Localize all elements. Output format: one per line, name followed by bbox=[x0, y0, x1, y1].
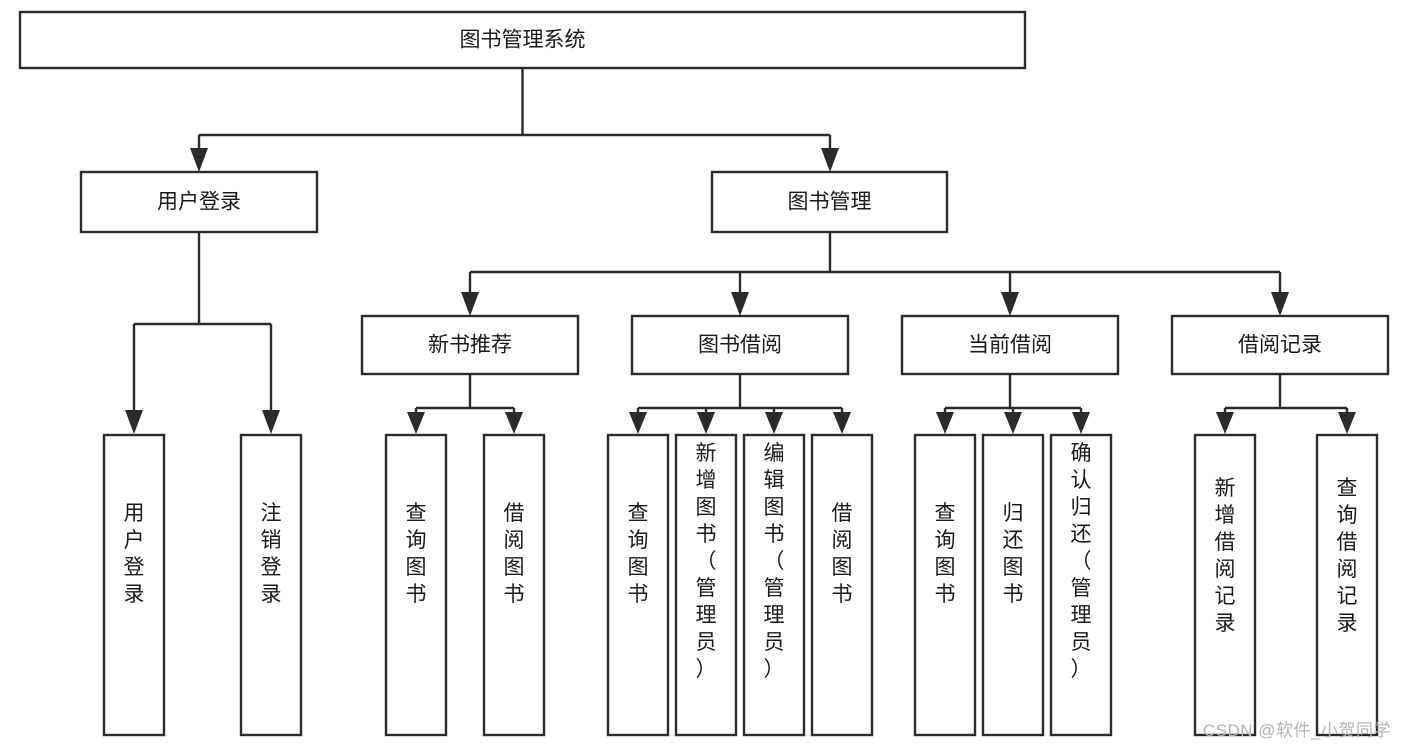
arrow-to-leaf-add-record bbox=[1216, 412, 1234, 434]
node-user-login-label: 用户登录 bbox=[157, 191, 241, 214]
leaf-confirm-return-admin[interactable]: 确认归还（管理员） bbox=[1049, 433, 1113, 737]
leaf-borrow-book-borrow-box[interactable] bbox=[810, 433, 874, 737]
arrow-to-current-borrow bbox=[1001, 292, 1019, 316]
arrow-to-leaf-query-book-1 bbox=[407, 412, 425, 434]
leaf-user-login[interactable]: 用户登录 bbox=[102, 433, 166, 737]
connector-new-book-rec-trunk bbox=[414, 374, 516, 416]
leaf-query-book-borrow-label: 查询图书 bbox=[628, 502, 649, 606]
leaf-user-login-label: 用户登录 bbox=[124, 502, 145, 606]
leaf-add-borrow-record[interactable]: 新增借阅记录 bbox=[1193, 433, 1257, 737]
arrow-to-user-login bbox=[190, 148, 208, 172]
leaf-logout-label: 注销登录 bbox=[261, 502, 282, 606]
node-book-borrow-box[interactable] bbox=[630, 314, 850, 376]
arrow-to-leaf-confirm-return bbox=[1072, 412, 1090, 434]
node-root-label: 图书管理系统 bbox=[460, 29, 586, 52]
leaf-query-book-rec-box[interactable] bbox=[384, 433, 448, 737]
node-new-book-rec-box[interactable] bbox=[360, 314, 580, 376]
leaf-add-borrow-record-box[interactable] bbox=[1193, 433, 1257, 737]
node-borrow-record[interactable]: 借阅记录 bbox=[1170, 314, 1390, 376]
leaf-logout-box[interactable] bbox=[239, 433, 303, 737]
leaf-borrow-book-borrow-label: 借阅图书 bbox=[832, 502, 853, 606]
leaf-add-book-admin-label: 新增图书（管理员） bbox=[696, 442, 717, 681]
leaf-edit-book-admin-label: 编辑图书（管理员） bbox=[764, 442, 785, 681]
node-book-manage-box[interactable] bbox=[710, 170, 949, 234]
leaf-query-book-rec[interactable]: 查询图书 bbox=[384, 433, 448, 737]
leaf-return-book-box[interactable] bbox=[981, 433, 1045, 737]
arrow-to-leaf-borrow-book-1 bbox=[505, 412, 523, 434]
leaf-query-book-borrow[interactable]: 查询图书 bbox=[606, 433, 670, 737]
arrow-to-book-manage bbox=[821, 148, 839, 172]
arrow-to-leaf-logout bbox=[262, 410, 280, 434]
connector-root-trunk bbox=[197, 68, 832, 152]
leaf-add-book-admin[interactable]: 新增图书（管理员） bbox=[674, 433, 738, 737]
leaf-borrow-book-rec-box[interactable] bbox=[482, 433, 546, 737]
leaf-query-book-borrow-box[interactable] bbox=[606, 433, 670, 737]
node-book-manage[interactable]: 图书管理 bbox=[710, 170, 949, 234]
leaf-query-book-current-box[interactable] bbox=[913, 433, 977, 737]
leaf-query-borrow-record-label: 查询借阅记录 bbox=[1337, 477, 1358, 635]
node-borrow-record-box[interactable] bbox=[1170, 314, 1390, 376]
arrow-to-book-borrow bbox=[731, 292, 749, 316]
leaf-logout[interactable]: 注销登录 bbox=[239, 433, 303, 737]
leaf-borrow-book-rec-label: 借阅图书 bbox=[504, 502, 525, 606]
arrow-to-leaf-return-book bbox=[1004, 412, 1022, 434]
arrow-to-leaf-borrow-book-2 bbox=[833, 412, 851, 434]
arrow-to-new-book-rec bbox=[461, 292, 479, 316]
arrow-to-leaf-query-book-2 bbox=[629, 412, 647, 434]
node-root-box[interactable] bbox=[18, 10, 1027, 70]
leaf-return-book[interactable]: 归还图书 bbox=[981, 433, 1045, 737]
node-new-book-rec[interactable]: 新书推荐 bbox=[360, 314, 580, 376]
leaf-query-borrow-record-box[interactable] bbox=[1315, 433, 1379, 737]
leaf-borrow-book-rec[interactable]: 借阅图书 bbox=[482, 433, 546, 737]
node-current-borrow-box[interactable] bbox=[900, 314, 1120, 376]
node-borrow-record-label: 借阅记录 bbox=[1238, 334, 1322, 357]
node-book-borrow-label: 图书借阅 bbox=[698, 334, 782, 357]
connector-book-borrow-trunk bbox=[636, 374, 844, 416]
leaf-return-book-label: 归还图书 bbox=[1003, 502, 1024, 606]
node-root[interactable]: 图书管理系统 bbox=[18, 10, 1027, 70]
arrow-to-leaf-add-book bbox=[697, 412, 715, 434]
leaf-add-book-admin-box[interactable] bbox=[674, 433, 738, 737]
connector-book-manage-trunk bbox=[468, 232, 1282, 296]
leaf-confirm-return-admin-box[interactable] bbox=[1049, 433, 1113, 737]
leaf-query-book-rec-label: 查询图书 bbox=[406, 502, 427, 606]
node-user-login-box[interactable] bbox=[79, 170, 319, 234]
leaf-confirm-return-admin-label: 确认归还（管理员） bbox=[1071, 442, 1092, 681]
csdn-watermark: CSDN @软件_小贺同学 bbox=[1202, 721, 1391, 740]
leaf-query-book-current[interactable]: 查询图书 bbox=[913, 433, 977, 737]
node-current-borrow[interactable]: 当前借阅 bbox=[900, 314, 1120, 376]
leaf-layer: 用户登录 注销登录 查询图书 借阅图书 查询图书 新增图书（管理员） bbox=[102, 433, 1379, 737]
arrow-to-leaf-query-record bbox=[1338, 412, 1356, 434]
leaf-borrow-book-borrow[interactable]: 借阅图书 bbox=[810, 433, 874, 737]
leaf-query-book-current-label: 查询图书 bbox=[935, 502, 956, 606]
node-book-borrow[interactable]: 图书借阅 bbox=[630, 314, 850, 376]
arrow-to-leaf-query-book-3 bbox=[936, 412, 954, 434]
arrow-to-borrow-record bbox=[1271, 292, 1289, 316]
node-new-book-rec-label: 新书推荐 bbox=[428, 334, 512, 357]
node-book-manage-label: 图书管理 bbox=[788, 191, 872, 214]
leaf-edit-book-admin[interactable]: 编辑图书（管理员） bbox=[742, 433, 806, 737]
connector-current-borrow-trunk bbox=[943, 374, 1083, 416]
arrow-to-leaf-user-login bbox=[125, 410, 143, 434]
connector-user-login-trunk bbox=[132, 232, 273, 414]
leaf-user-login-box[interactable] bbox=[102, 433, 166, 737]
leaf-add-borrow-record-label: 新增借阅记录 bbox=[1215, 477, 1236, 635]
connector-layer bbox=[125, 68, 1356, 434]
leaf-query-borrow-record[interactable]: 查询借阅记录 bbox=[1315, 433, 1379, 737]
leaf-edit-book-admin-box[interactable] bbox=[742, 433, 806, 737]
node-current-borrow-label: 当前借阅 bbox=[968, 334, 1052, 357]
node-user-login[interactable]: 用户登录 bbox=[79, 170, 319, 234]
connector-borrow-record-trunk bbox=[1223, 374, 1349, 416]
arrow-to-leaf-edit-book bbox=[765, 412, 783, 434]
